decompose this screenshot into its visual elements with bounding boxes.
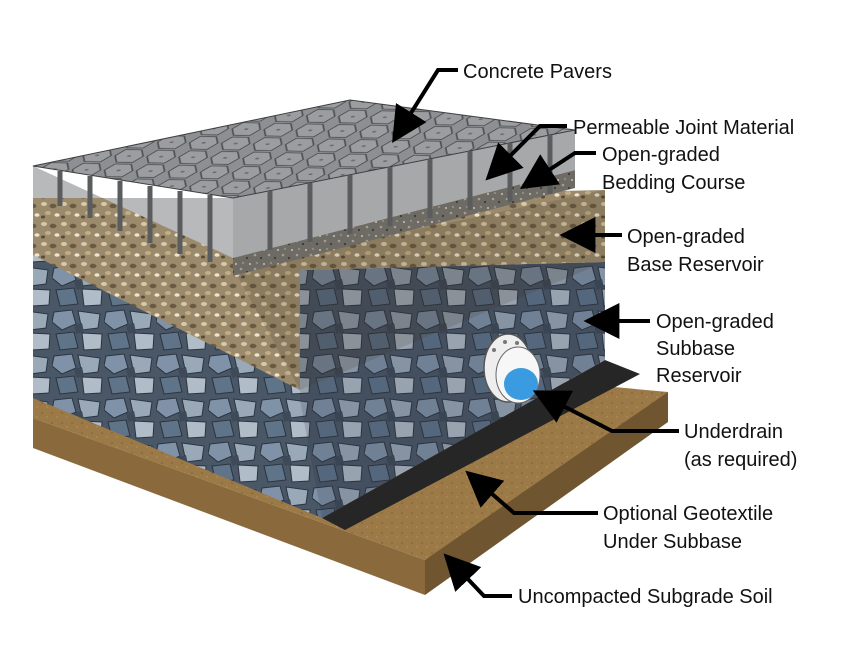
label-joint-material: Permeable Joint Material <box>573 117 794 139</box>
label-underdrain-line-2: (as required) <box>684 449 797 471</box>
label-subbase-line-2: Subbase <box>656 338 735 360</box>
label-subbase-line-3: Reservoir <box>656 365 742 387</box>
label-subgrade: Uncompacted Subgrade Soil <box>518 586 773 608</box>
label-bedding-line-2: Bedding Course <box>602 172 745 194</box>
label-geotextile-line-1: Optional Geotextile <box>603 503 773 525</box>
label-geotextile-line-2: Under Subbase <box>603 531 742 553</box>
label-bedding-line-1: Open-graded <box>602 144 720 166</box>
pipe-water <box>504 368 538 400</box>
label-base-line-2: Base Reservoir <box>627 254 764 276</box>
label-subbase-line-1: Open-graded <box>656 311 774 333</box>
label-base-line-1: Open-graded <box>627 226 745 248</box>
label-underdrain-line-1: Underdrain <box>684 421 783 443</box>
label-concrete-pavers: Concrete Pavers <box>463 61 612 83</box>
